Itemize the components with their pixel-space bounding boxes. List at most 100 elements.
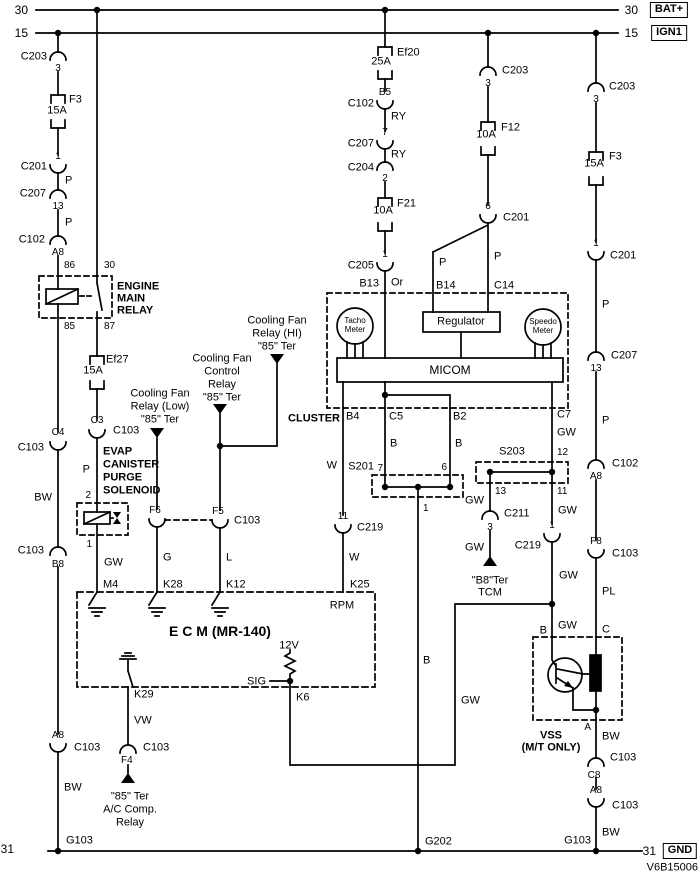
fuse-label: F12 [501, 121, 520, 134]
ecm-pin-label: M4 [103, 578, 119, 591]
cooling-fan-hi-terminal-icon [270, 354, 284, 364]
ecm-internal-grounds [87, 590, 229, 617]
wire-color: P [82, 463, 90, 476]
tachometer-label: Meter [344, 325, 366, 334]
splice-s203-box [475, 461, 569, 484]
connector-label: C205 [347, 259, 374, 272]
engine-main-relay-label: ENGINE [117, 280, 160, 293]
vss-emitter-arrow [564, 681, 573, 688]
pin-label: 7 [382, 127, 388, 138]
fuse-label: F21 [397, 197, 416, 210]
pin-label: B8 [51, 559, 65, 570]
pin-label: F5 [212, 506, 224, 517]
fuse-rating: 15A [83, 364, 103, 377]
wire-color: GW [559, 569, 578, 582]
wire-splice-s203 [489, 471, 553, 638]
relay-pin-label: 87 [104, 321, 116, 332]
pin-label: 12 [557, 447, 569, 458]
connector-label: C201 [610, 249, 637, 262]
pin-label: A8 [51, 730, 65, 741]
connector-label: C102 [612, 457, 639, 470]
voltage-label: 12V [279, 639, 299, 652]
connector-label: C103 [612, 799, 639, 812]
cluster-pin-label: C5 [389, 410, 404, 423]
cooling-fan-relay-hi-label: "85" Ter [257, 340, 297, 353]
tcm-terminal-icon [483, 556, 497, 566]
cluster-pin-label: B13 [359, 277, 379, 290]
junction-dots [54, 6, 600, 855]
fuse-rating: 10A [476, 128, 496, 141]
evap-purge-solenoid [76, 502, 129, 536]
pin-label: 3 [55, 63, 61, 74]
wire-color: P [602, 298, 610, 311]
wire-color: BW [64, 781, 82, 794]
fuse-rating: 25A [371, 55, 391, 68]
wire-color: GW [558, 504, 577, 517]
cooling-fan-control-terminal-icon [213, 404, 227, 414]
ecm-label: E C M (MR-140) [169, 623, 271, 639]
cooling-fan-control-relay-label: Relay [207, 378, 237, 391]
connector-label: C201 [20, 160, 47, 173]
vss-pin-label: C [602, 623, 610, 636]
fuse-rating: 15A [47, 104, 67, 117]
wire-color: GW [465, 494, 484, 507]
wire-cooling-fan-terminals [156, 363, 278, 593]
pin-label: 1 [382, 249, 388, 260]
connector-label: C102 [347, 97, 374, 110]
terminal-note: Relay [115, 816, 145, 829]
wire-color: P [602, 414, 610, 427]
speedometer-label: Speedo [529, 317, 557, 326]
pin-label: A8 [589, 785, 603, 796]
wire-color: P [65, 216, 73, 229]
cluster-pin-label: B2 [453, 410, 467, 423]
connector-label: C203 [20, 50, 47, 63]
fuse-rating: 10A [373, 204, 393, 217]
pin-label: A8 [51, 247, 65, 258]
bus-31-label-right: 31 [642, 844, 656, 858]
terminal-note: "85" Ter [110, 790, 150, 803]
tag-gnd: GND [662, 843, 698, 859]
terminal-note: A/C Comp. [103, 803, 157, 816]
connector-label: C207 [347, 137, 374, 150]
wire-color: W [349, 551, 360, 564]
splice-label: S203 [499, 445, 525, 458]
terminal-triangles [121, 354, 497, 783]
connector-label: C103 [143, 741, 170, 754]
cooling-fan-relay-hi-label: Cooling Fan [247, 314, 307, 327]
connector-label: C207 [611, 349, 638, 362]
pin-label: 1 [86, 539, 92, 550]
cluster-pin-label: B4 [346, 410, 360, 423]
bus-30-label-right: 30 [624, 3, 638, 17]
wire-color: Or [391, 276, 404, 289]
pin-label: 11 [557, 486, 568, 497]
wire-relay-feed-column [96, 9, 103, 593]
wire-color: RY [391, 148, 407, 161]
fuse-label: F3 [69, 93, 82, 106]
pin-label: 1 [55, 151, 61, 162]
ac-comp-relay-terminal-icon [121, 773, 135, 783]
wire-splice-s201 [384, 407, 451, 852]
ground-label: G103 [66, 834, 93, 847]
connector-label: C103 [234, 514, 261, 527]
bus-15-label-left: 15 [14, 26, 28, 40]
evap-solenoid-label: SOLENOID [103, 484, 161, 497]
vss-transistor [547, 657, 583, 693]
wire-color: P [494, 250, 502, 263]
pin-label: 1 [423, 503, 429, 514]
ecm-k6-pullup-resistor [269, 649, 297, 682]
cooling-fan-relay-hi-label: Relay (HI) [252, 327, 302, 340]
wire-color: BW [602, 826, 620, 839]
relay-pin-label: 86 [64, 260, 76, 271]
vss-sensor-element [589, 654, 602, 692]
connector-label: C201 [503, 211, 530, 224]
ecm-box [76, 591, 376, 688]
pin-label: 13 [495, 486, 507, 497]
wire-color: GW [104, 556, 123, 569]
ecm-pin-label: K12 [226, 578, 246, 591]
connector-label: C103 [74, 741, 101, 754]
pin-label: F4 [121, 755, 133, 766]
vss-label: VSS [539, 729, 563, 742]
power-rails [35, 9, 643, 852]
tachometer-label: Tacho [344, 316, 366, 325]
connector-label: C219 [357, 521, 384, 534]
